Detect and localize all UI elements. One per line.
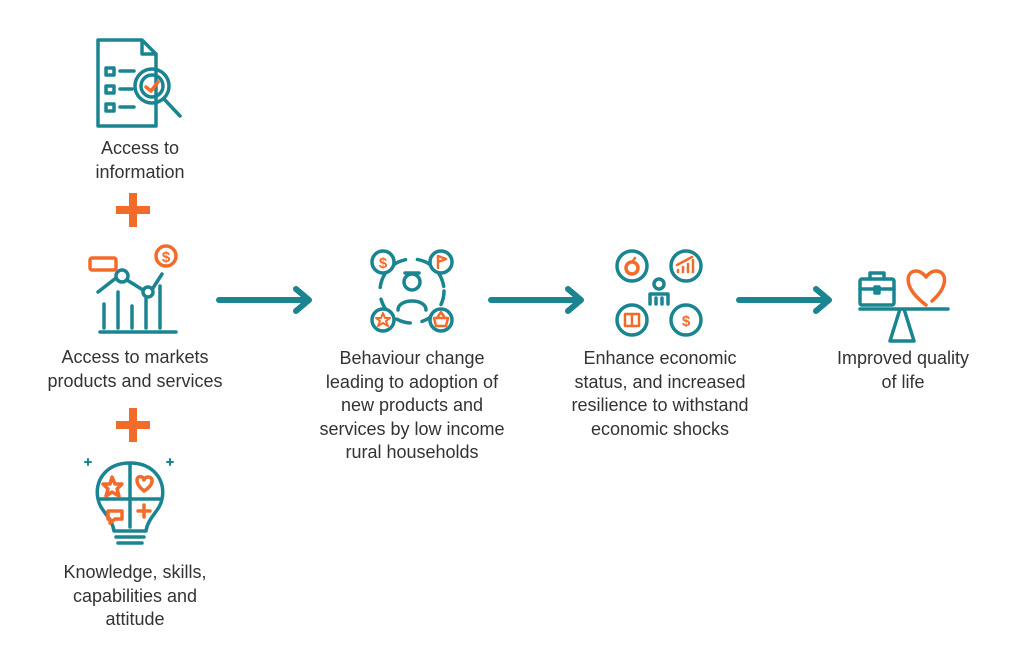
label-line: Access to xyxy=(100,138,180,158)
label-line: status, and increased xyxy=(574,371,746,392)
dollar-icon: $ xyxy=(162,249,171,266)
label-line: Knowledge, skills, xyxy=(63,562,207,582)
label-line: leading to adoption of xyxy=(325,371,499,392)
label-economic-status: Enhance economic status, and increased res… xyxy=(540,347,780,441)
label-line: resilience to withstand xyxy=(571,395,749,415)
label-line: of life xyxy=(881,371,925,392)
label-line: Behaviour change xyxy=(339,348,485,368)
dollar-icon: $ xyxy=(379,255,388,272)
label-line: economic shocks xyxy=(590,418,730,439)
label-line: attitude xyxy=(105,609,165,629)
arrow-right-icon xyxy=(216,286,312,314)
label-line: Access to markets xyxy=(61,347,209,367)
label-access-markets: Access to markets products and services xyxy=(15,346,255,393)
label-line: information xyxy=(95,161,185,182)
label-line: Enhance economic xyxy=(583,348,737,368)
label-quality-of-life: Improved quality of life xyxy=(783,347,1023,394)
plus-icon xyxy=(116,408,150,442)
label-line: new products and xyxy=(340,395,484,415)
label-line: Improved quality xyxy=(836,348,970,368)
dollar-icon: $ xyxy=(682,313,691,330)
economic-status-icon: $ xyxy=(615,249,703,337)
document-magnifier-icon xyxy=(96,38,182,128)
label-behaviour-change: Behaviour change leading to adoption of ne… xyxy=(292,347,532,465)
market-chart-icon: $ xyxy=(88,244,178,334)
plus-icon xyxy=(116,193,150,227)
behaviour-change-icon: $ xyxy=(370,249,454,333)
arrow-right-icon xyxy=(488,286,584,314)
label-line: products and services xyxy=(47,370,223,391)
label-line: rural households xyxy=(345,442,479,462)
lightbulb-puzzle-icon xyxy=(84,458,174,545)
label-knowledge-skills: Knowledge, skills, capabilities and attitu… xyxy=(15,561,255,632)
label-line: services by low income xyxy=(319,418,505,439)
label-line: capabilities and xyxy=(72,585,198,606)
label-access-information: Access to information xyxy=(20,137,260,184)
quality-of-life-scale-icon xyxy=(858,269,950,343)
arrow-right-icon xyxy=(736,286,832,314)
